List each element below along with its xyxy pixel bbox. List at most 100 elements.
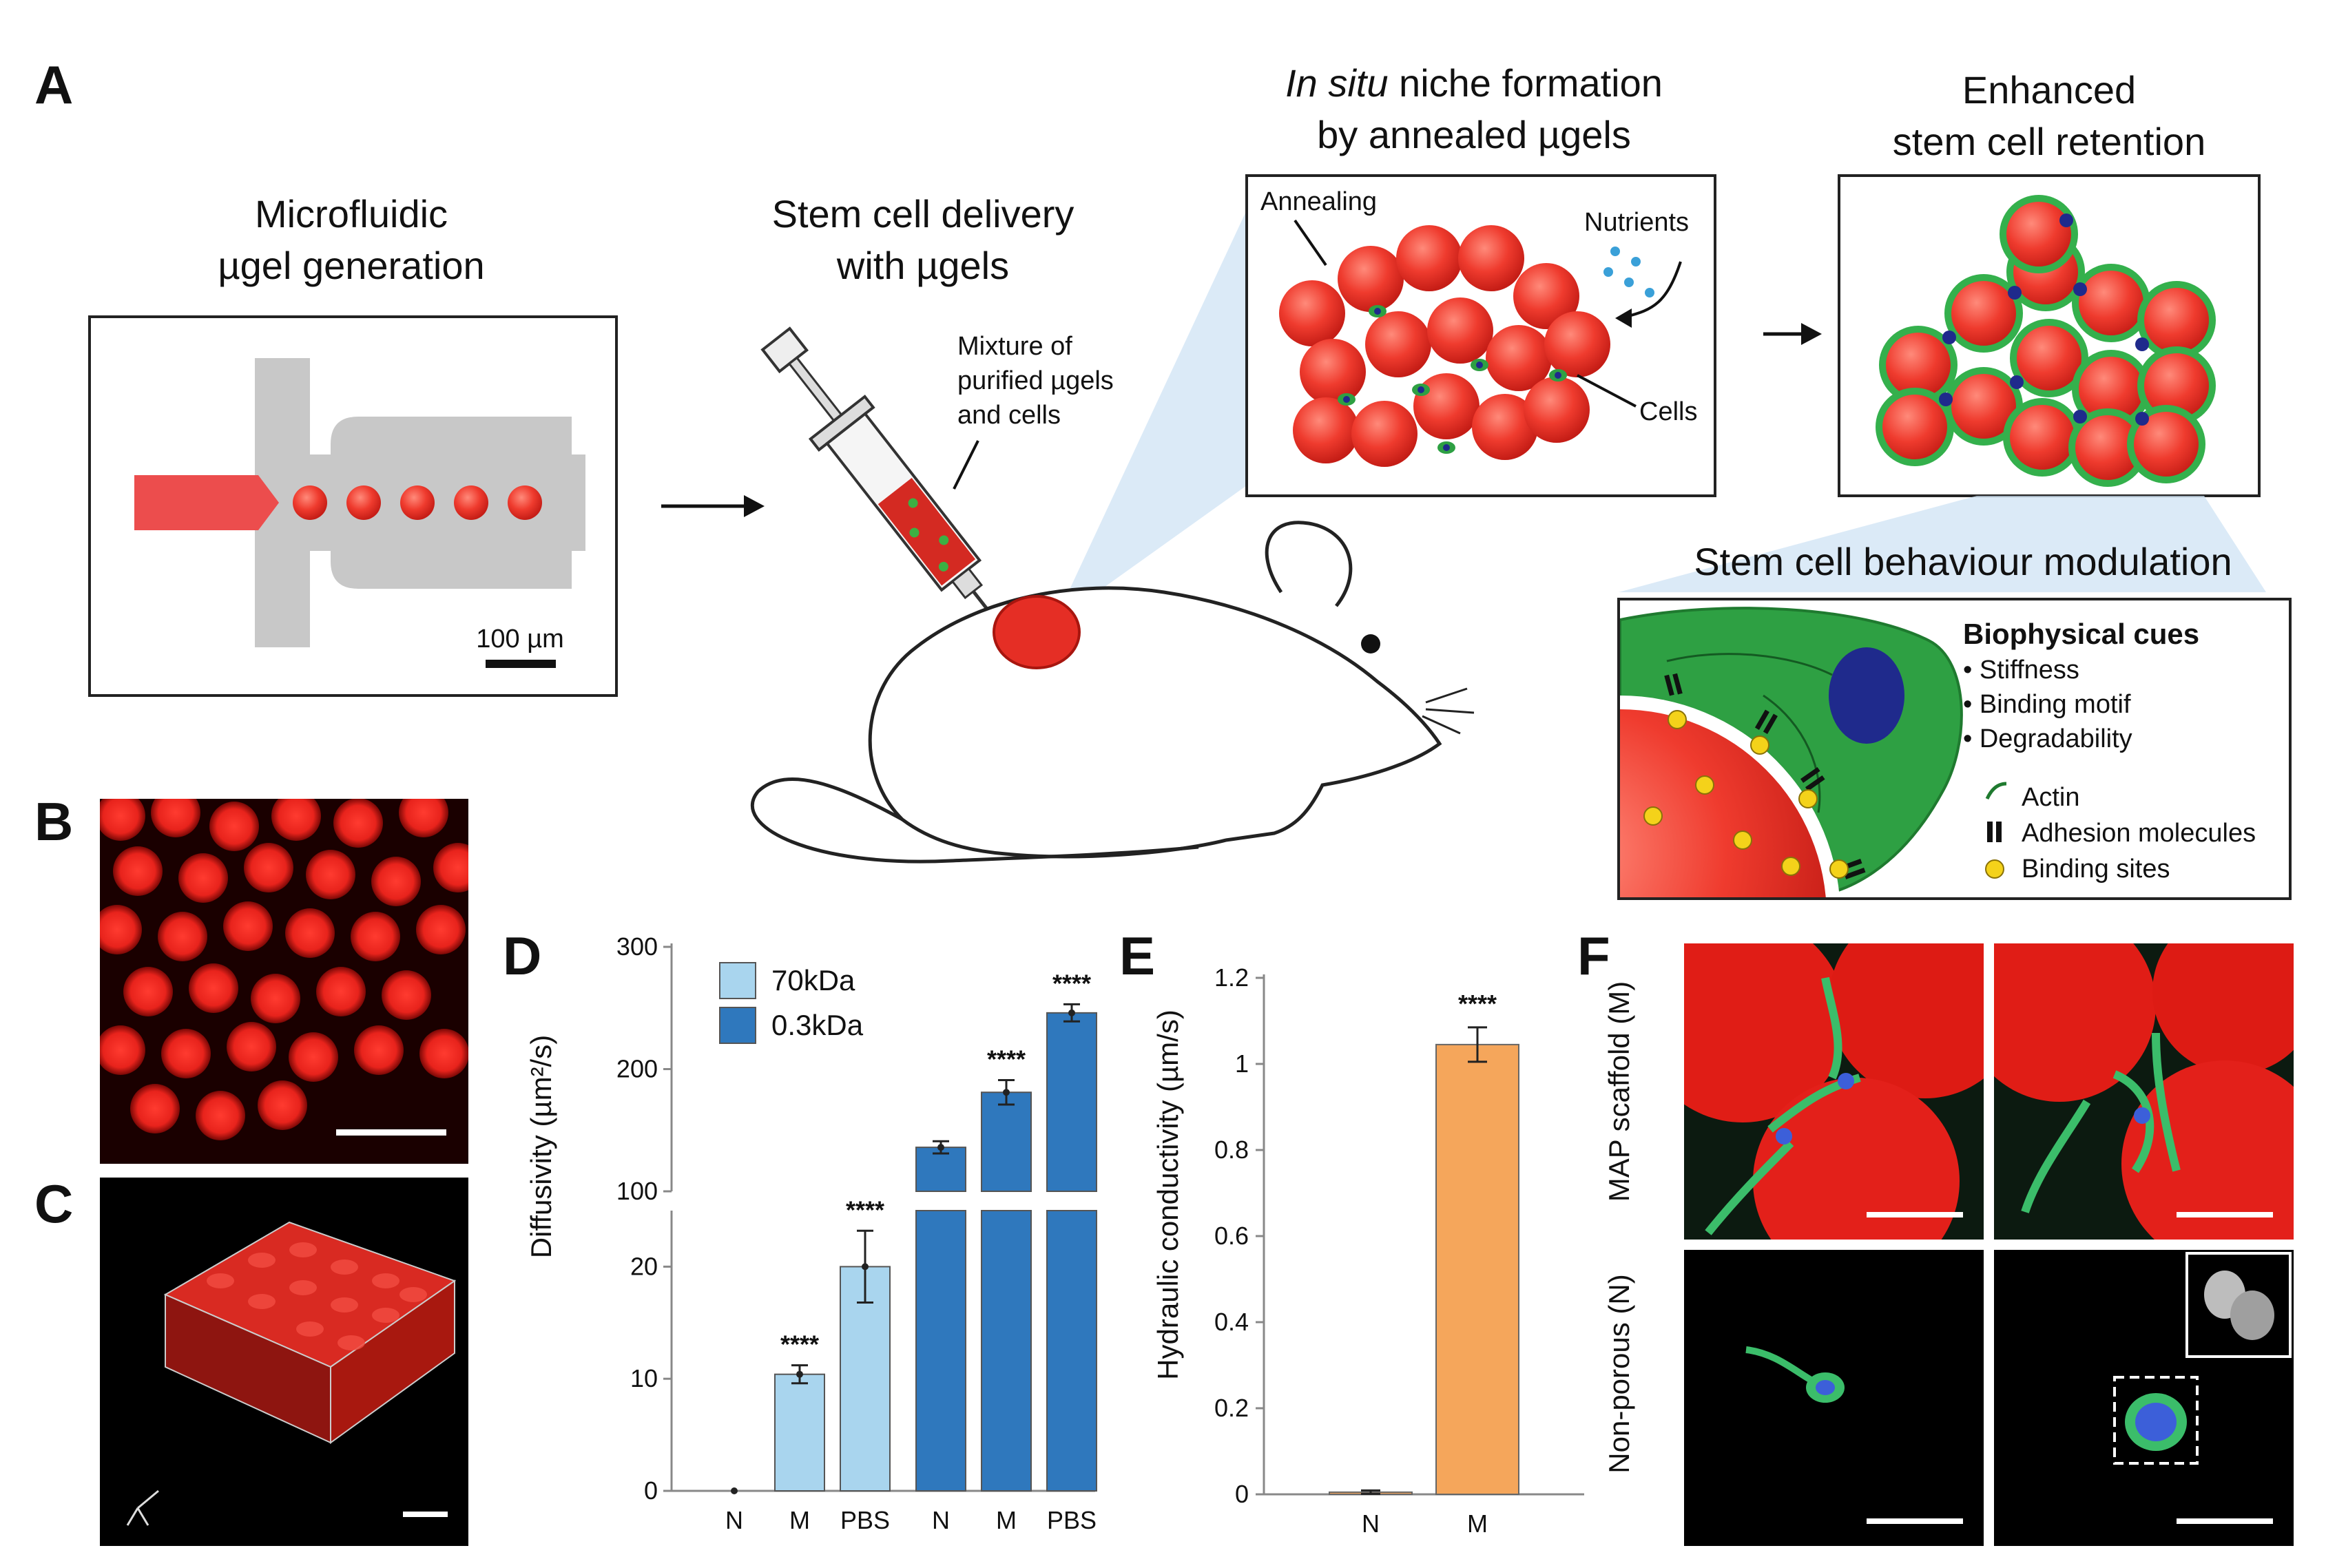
e-significance-label: ****: [1458, 990, 1497, 1018]
d-x-tick-label: M: [789, 1506, 810, 1534]
inset-nucleus: [2230, 1290, 2274, 1340]
nutrients-label: Nutrients: [1584, 208, 1689, 237]
d-mean-point: [862, 1263, 869, 1271]
d-x-tick-label: PBS: [1047, 1506, 1097, 1534]
microgel-with-cell: [2072, 264, 2150, 342]
legend-actin-swatch: [1985, 782, 2007, 800]
microgel: [130, 1084, 180, 1133]
mouse: [751, 521, 1475, 864]
inset-region-box: [2113, 1376, 2199, 1465]
niche-gel-cluster: [1279, 225, 1610, 467]
microgel-with-cell: [2127, 405, 2205, 483]
microgel: [271, 799, 321, 841]
cell-nucleus: [1555, 372, 1561, 379]
legend-adhesion-swatch: [1996, 822, 2002, 842]
binding-site: [1781, 857, 1800, 876]
microgel: [419, 1029, 468, 1078]
panel-a: A Microfluidic µgel generation 100 µm St…: [34, 54, 2292, 900]
mouse-tail: [751, 777, 1199, 864]
microgel: [289, 1242, 317, 1257]
e-y-tick-label: 1.2: [1214, 963, 1249, 992]
microgel: [251, 974, 300, 1023]
step3-title-line1: In situ niche formation: [1285, 61, 1663, 105]
panel-d: D Diffusivity (µm²/s) 10020030001020N***…: [503, 926, 1097, 1534]
nucleus: [1838, 1073, 1854, 1089]
d-mean-point: [731, 1487, 738, 1494]
micrograph-map-1: [1684, 943, 1984, 1240]
microgel: [151, 799, 200, 837]
d-bar: [774, 1373, 825, 1492]
microgel: [285, 908, 335, 958]
expansion-chamber: [331, 417, 572, 589]
microgel: [372, 1273, 399, 1288]
whisker: [1422, 715, 1461, 735]
panel-f: F MAP scaffold (M) Non-porous (N): [1577, 926, 2294, 1546]
panel-e: E Hydraulic conductivity (µm/s) 00.20.40…: [1119, 926, 1584, 1538]
microgel: [372, 1308, 399, 1323]
cell-nucleus: [1942, 331, 1956, 344]
f-row1-label: MAP scaffold (M): [1603, 981, 1635, 1202]
gel-sphere: [1829, 943, 1984, 1098]
d-x-tick-label: M: [996, 1506, 1017, 1534]
nutrient-dots: [1603, 247, 1654, 297]
cell-nucleus: [1829, 647, 1904, 744]
microfluidic-chip: [134, 358, 585, 647]
microgel: [331, 1259, 358, 1275]
gizmo-y-axis: [136, 1507, 149, 1526]
cells-label: Cells: [1639, 397, 1697, 426]
nucleus: [1776, 1128, 1792, 1144]
microgel: [178, 853, 228, 903]
microgel: [123, 967, 173, 1016]
step4-title-line1: Enhanced: [1962, 68, 2136, 112]
cell-dot: [939, 535, 949, 545]
microgel: [158, 912, 207, 961]
microgel: [1351, 401, 1418, 467]
f-row2-label: Non-porous (N): [1603, 1274, 1635, 1473]
d-y-tick-label: 0: [644, 1476, 658, 1505]
d-legend-label: 70kDa: [771, 964, 855, 996]
d-legend-swatch: [719, 1007, 756, 1044]
microgel: [1486, 325, 1552, 391]
legend-binding-label: Binding sites: [2022, 855, 2170, 884]
actin-fiber: [1763, 694, 1821, 813]
cell-nucleus: [2135, 412, 2149, 426]
microgel: [289, 1032, 338, 1082]
adhesion-molecule: [1754, 709, 1769, 730]
cue-item: • Binding motif: [1963, 690, 2131, 719]
d-bar: [1046, 1012, 1097, 1192]
mouse-body: [868, 586, 1442, 859]
microgel: [1365, 311, 1431, 377]
panel-c: C: [34, 1173, 468, 1546]
microgel: [296, 1321, 324, 1337]
cue-item: • Degradability: [1963, 724, 2132, 753]
nucleus: [2135, 1403, 2177, 1441]
microgel-with-cell: [1944, 274, 2023, 353]
step1-title-line1: Microfluidic: [255, 192, 448, 236]
cell-nucleus: [1939, 393, 1953, 406]
e-x-tick-label: N: [1362, 1509, 1380, 1538]
microgel: [189, 963, 238, 1013]
scale-bar: [2177, 1212, 2273, 1217]
microgel: [1293, 397, 1359, 463]
microgel: [1279, 280, 1345, 346]
panel-letter-f: F: [1577, 926, 1610, 986]
step2-title-line2: with µgels: [836, 244, 1009, 287]
microgel: [244, 843, 293, 892]
binding-site: [1798, 789, 1818, 808]
microgel: [306, 850, 355, 899]
nutrient-arrow: [1625, 261, 1682, 318]
binding-site: [1750, 735, 1769, 755]
microgel: [371, 857, 421, 906]
scale-bar: [486, 660, 556, 668]
e-y-tick-label: 1: [1235, 1049, 1249, 1078]
injection-site: [993, 595, 1081, 669]
d-bar: [981, 1091, 1032, 1192]
cell-nucleus: [2073, 410, 2087, 424]
nutrient-dot: [1631, 257, 1641, 266]
d-mean-point: [937, 1144, 944, 1151]
actin-fiber: [1666, 653, 1833, 676]
step1-title-line2: µgel generation: [218, 244, 484, 287]
microgel: [248, 1253, 276, 1268]
legend-adhesion-swatch: [1987, 822, 1993, 842]
droplet: [508, 485, 542, 520]
